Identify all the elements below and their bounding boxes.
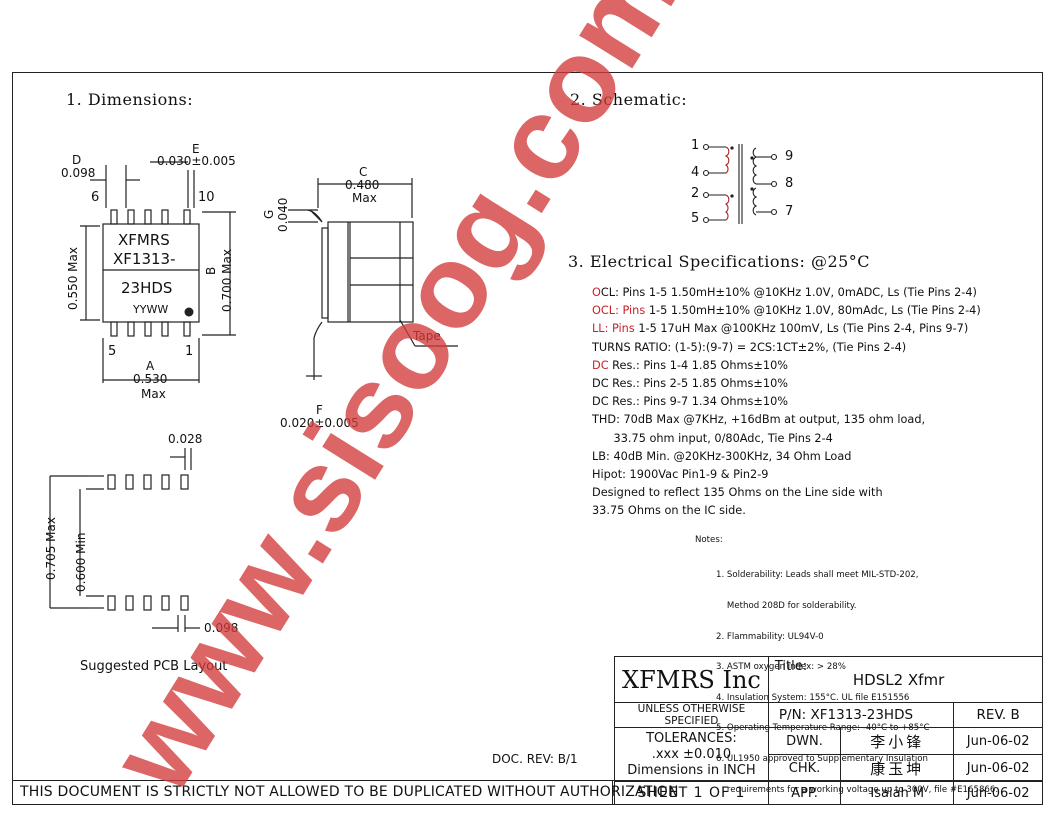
spec-line: DC Res.: Pins 2-5 1.85 Ohms±10% <box>592 377 788 391</box>
schematic-heading: 2. Schematic: <box>570 90 688 109</box>
package-marking-4: YYWW <box>133 303 169 316</box>
chk-label: CHK. <box>767 754 842 782</box>
sheet-number: SHEET 1 OF 1 <box>614 781 769 805</box>
dim-f-label: F <box>316 403 323 417</box>
schematic-pin-7: 7 <box>785 204 794 219</box>
company-name: XFMRS Inc <box>622 665 761 694</box>
pin5-label: 5 <box>108 344 117 359</box>
part-number: P/N: XF1313-23HDS <box>767 702 955 728</box>
dim-b-label: B <box>204 266 218 275</box>
company-cell: XFMRS Inc <box>614 656 769 703</box>
footer-divider <box>12 780 1043 781</box>
pin6-label: 6 <box>91 190 100 205</box>
spec-line: LL: Pins 1-5 17uH Max @100KHz 100mV, Ls … <box>592 322 969 336</box>
pcb-layout-drawing <box>49 448 200 632</box>
chk-date: Jun-06-02 <box>953 754 1043 782</box>
dwn-signature: 李小锋 <box>840 727 955 755</box>
spec-line: DC Res.: Pins 1-4 1.85 Ohms±10% <box>592 358 788 372</box>
note-item: Method 208D for solderability. <box>716 601 857 612</box>
electrical-heading: 3. Electrical Specifications: @25°C <box>568 252 871 271</box>
spec-list: OCL: Pins 1-5 1.50mH±10% @10KHz 1.0V, 0m… <box>592 284 981 521</box>
package-marking-3: 23HDS <box>121 279 173 297</box>
dwn-label: DWN. <box>767 727 842 755</box>
tape-label: Tape <box>413 329 441 343</box>
title-block: XFMRS Inc Title: HDSL2 Xfmr UNLESS OTHER… <box>614 656 1044 805</box>
schematic-pin-4: 4 <box>691 165 700 180</box>
unless-cell: UNLESS OTHERWISE SPECIFIED <box>614 702 769 728</box>
dim-a-value: 0.530 <box>133 372 168 386</box>
note-item: 1. Solderability: Leads shall meet MIL-S… <box>716 570 919 581</box>
pcb-pitch: 0.098 <box>204 621 239 635</box>
dim-e-label: E <box>192 142 200 156</box>
schematic-pin-2: 2 <box>691 186 700 201</box>
spec-line: LB: 40dB Min. @20KHz-300KHz, 34 Ohm Load <box>592 449 852 463</box>
footer-separator <box>612 780 613 804</box>
note-item: 2. Flammability: UL94V-0 <box>716 631 824 642</box>
title-label: Title: <box>774 659 808 674</box>
notes-title: Notes: <box>695 535 723 545</box>
dim-c-label: C <box>359 165 368 179</box>
pcb-max-vertical: 0.705 Max <box>44 517 58 580</box>
dim-c-value: 0.480 <box>345 178 380 192</box>
app-date: Jun-06-02 <box>953 781 1043 805</box>
dim-a-max: Max <box>141 387 166 401</box>
schematic-pin-9: 9 <box>785 149 794 164</box>
spec-line: TURNS RATIO: (1-5):(9-7) = 2CS:1CT±2%, (… <box>592 340 907 354</box>
app-label: APP. <box>767 781 842 805</box>
pcb-min-vertical: 0.600 Min <box>74 532 88 592</box>
package-marking-1: XFMRS <box>118 231 170 249</box>
pcb-pad-width: 0.028 <box>168 432 203 446</box>
dimensions-heading: 1. Dimensions: <box>66 90 194 109</box>
pin10-label: 10 <box>198 190 215 205</box>
dwn-date: Jun-06-02 <box>953 727 1043 755</box>
schematic-pin-8: 8 <box>785 176 794 191</box>
schematic-diagram <box>702 143 778 224</box>
dim-c-max: Max <box>352 191 377 205</box>
tolerances-label: TOLERANCES: <box>646 730 737 746</box>
spec-line: THD: 70dB Max @7KHz, +16dBm at output, 1… <box>592 413 926 427</box>
dim-d-value: 0.098 <box>61 166 96 180</box>
tolerances-cell: TOLERANCES: .xxx ±0.010 Dimensions in IN… <box>614 727 769 782</box>
dim-e-value: 0.030±0.005 <box>157 154 236 168</box>
spec-line: OCL: Pins 1-5 1.50mH±10% @10KHz 1.0V, 80… <box>592 304 981 318</box>
dim-g-label: G <box>262 209 276 219</box>
pin1-label: 1 <box>185 344 194 359</box>
doc-revision: DOC. REV: B/1 <box>492 752 578 766</box>
dim-d-label: D <box>72 153 82 167</box>
package-drawing <box>80 161 458 383</box>
pcb-caption: Suggested PCB Layout <box>80 659 228 674</box>
chk-signature: 康玉坤 <box>840 754 955 782</box>
dim-a-label: A <box>146 359 155 373</box>
spec-line: 33.75 Ohms on the IC side. <box>592 504 746 518</box>
revision: REV. B <box>953 702 1043 728</box>
package-marking-2: XF1313- <box>113 250 176 268</box>
title-cell: Title: HDSL2 Xfmr <box>767 656 1044 703</box>
spec-line: OCL: Pins 1-5 1.50mH±10% @10KHz 1.0V, 0m… <box>592 286 977 299</box>
dimensions-unit: Dimensions in INCH <box>627 762 756 778</box>
spec-line: Hipot: 1900Vac Pin1-9 & Pin2-9 <box>592 468 769 482</box>
spec-line: Designed to reflect 135 Ohms on the Line… <box>592 486 883 500</box>
tolerances-value: .xxx ±0.010 <box>651 746 732 762</box>
dim-g-value: 0.040 <box>276 197 290 232</box>
schematic-pin-1: 1 <box>691 138 700 153</box>
schematic-pin-5: 5 <box>691 211 700 226</box>
dim-f-value: 0.020±0.005 <box>280 416 359 430</box>
spec-line: 33.75 ohm input, 0/80Adc, Tie Pins 2-4 <box>592 431 833 445</box>
footer-notice: THIS DOCUMENT IS STRICTLY NOT ALLOWED TO… <box>20 784 679 800</box>
dim-b-value: 0.700 Max <box>220 249 234 312</box>
drawing-title: HDSL2 Xfmr <box>852 671 945 689</box>
dim-left-vertical: 0.550 Max <box>66 247 80 310</box>
drawing-frame <box>12 72 1043 805</box>
app-name: Isaiah M <box>840 781 955 805</box>
spec-line: DC Res.: Pins 9-7 1.34 Ohms±10% <box>592 395 788 409</box>
